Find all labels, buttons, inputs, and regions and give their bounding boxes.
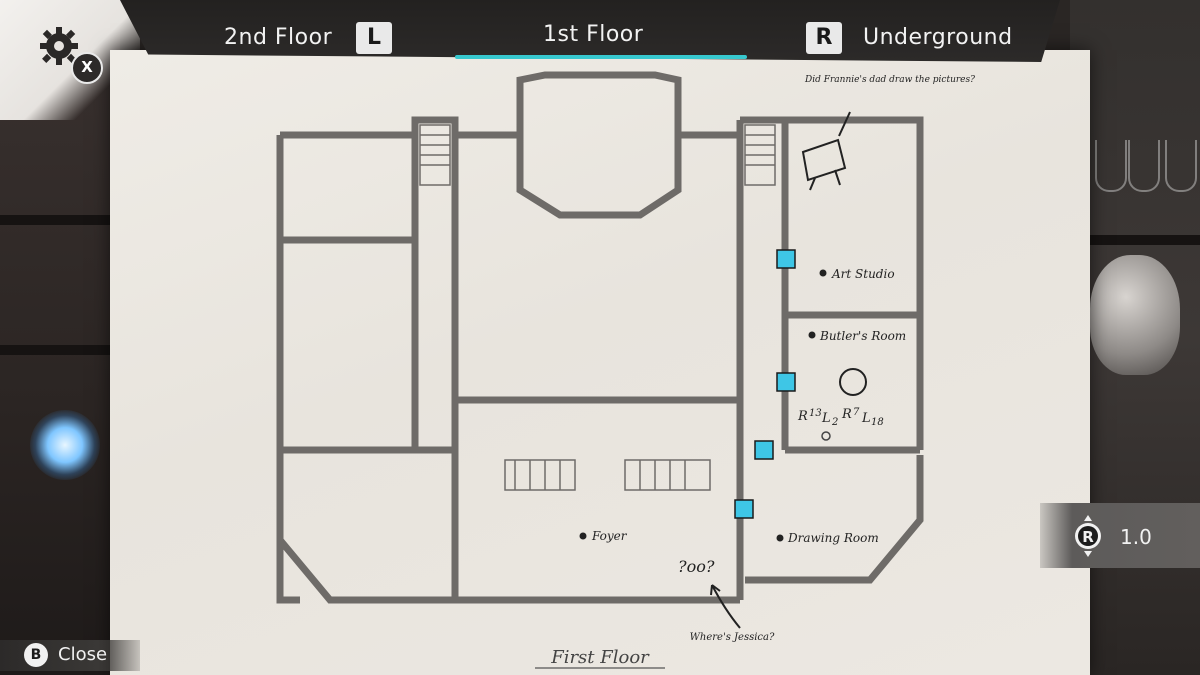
floor-title: First Floor (550, 647, 650, 668)
location-dot (819, 269, 827, 277)
settings-button[interactable] (38, 25, 80, 67)
svg-text:R: R (841, 407, 852, 422)
shelf (0, 345, 115, 355)
location-dot (808, 331, 816, 339)
x-button-icon[interactable]: X (71, 52, 103, 84)
svg-text:L: L (821, 411, 831, 426)
tab-2nd-floor[interactable]: 2nd Floor (224, 25, 333, 50)
map-paper (110, 50, 1090, 675)
zoom-value: 1.0 (1120, 525, 1152, 549)
wall (276, 135, 300, 604)
zoom-indicator[interactable] (1040, 503, 1200, 568)
wall (280, 116, 520, 139)
door-icon[interactable] (776, 372, 796, 392)
note-jessica: Where's Jessica? (690, 632, 775, 643)
svg-text:2: 2 (831, 417, 838, 428)
glowing-light-icon (30, 410, 100, 480)
svg-text:L: L (861, 411, 871, 426)
location-dot (579, 532, 587, 540)
room-label-butlers-room: Butler's Room (819, 329, 906, 343)
l-button-icon: L (356, 22, 392, 54)
wall (745, 455, 924, 584)
floor-tab-bar (120, 0, 1060, 62)
wall (740, 116, 924, 450)
note-frannie: Did Frannie's dad draw the pictures? (804, 75, 975, 85)
svg-text:7: 7 (853, 407, 860, 418)
svg-text:13: 13 (809, 408, 822, 419)
r-button-icon: R (806, 22, 842, 54)
tab-underground[interactable]: Underground (863, 25, 1013, 50)
door-icon[interactable] (754, 440, 774, 460)
wine-glass-icon (1095, 140, 1127, 192)
close-button[interactable] (0, 640, 140, 671)
svg-text:R: R (797, 409, 808, 424)
door-markers (734, 249, 796, 519)
room-label-drawing-room: Drawing Room (787, 531, 879, 545)
shelf (1090, 235, 1200, 245)
close-label: Close (58, 644, 108, 665)
room-label-foyer: Foyer (591, 529, 628, 543)
gear-icon (40, 27, 78, 65)
emblem-icon (839, 368, 867, 396)
active-tab-indicator (455, 55, 747, 59)
tab-1st-floor[interactable]: 1st Floor (543, 22, 644, 47)
octagon-room (516, 71, 682, 219)
right-stick-icon: R (1075, 515, 1101, 557)
safe-code: R 13 L 2 R 7 L 18 (797, 407, 884, 428)
arrow (711, 584, 741, 629)
wine-glass-icon (1165, 140, 1197, 192)
teapot-icon (1090, 255, 1180, 375)
svg-text:R: R (1082, 528, 1094, 546)
room-label-art-studio: Art Studio (831, 267, 895, 281)
svg-text:18: 18 (871, 417, 884, 428)
staircase (419, 124, 776, 491)
b-button-icon: B (24, 643, 48, 667)
target-icon (821, 431, 831, 441)
easel-icon (801, 111, 851, 191)
arrow-head (710, 584, 721, 596)
wall (276, 520, 455, 604)
door-icon[interactable] (776, 249, 796, 269)
wine-glass-icon (1128, 140, 1160, 192)
shelf (0, 215, 115, 225)
door-icon[interactable] (734, 499, 754, 519)
note-question-marks: ?oo? (678, 557, 715, 576)
location-dot (776, 534, 784, 542)
